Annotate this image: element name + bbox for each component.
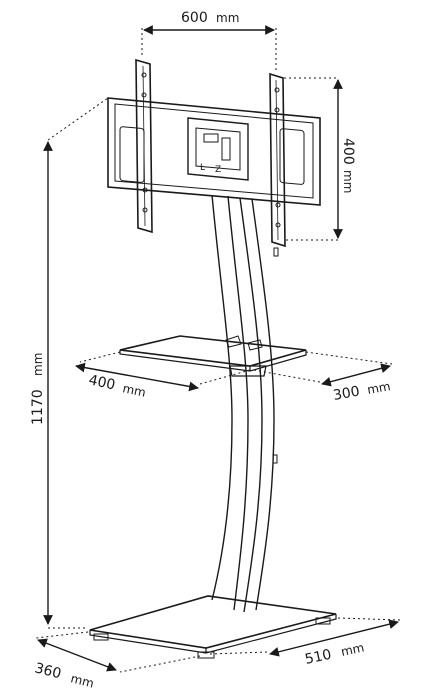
dim-shelf-depth: 300 mm	[253, 351, 393, 404]
dim-base-depth: 360 mm	[33, 631, 201, 691]
shelf-width-unit: mm	[121, 381, 147, 400]
base-depth-unit: mm	[69, 671, 95, 690]
shelf-width-value: 400	[87, 372, 116, 393]
base-width-unit: mm	[340, 640, 366, 659]
dim-mount-width: 600 mm	[141, 10, 277, 72]
tv-mount-bracket: L Z	[107, 58, 321, 248]
mount-height-unit: mm	[341, 170, 355, 193]
base-depth-value: 360	[33, 660, 63, 682]
shelf-depth-unit: mm	[366, 379, 391, 397]
glass-shelf	[119, 335, 307, 377]
total-height-unit: mm	[31, 353, 45, 376]
dim-shelf-width: 400 mm	[75, 351, 251, 400]
svg-text:Z: Z	[215, 165, 221, 175]
stand-column	[211, 194, 279, 613]
dim-mount-height: 400 mm	[284, 77, 356, 241]
mount-height-value: 400	[340, 138, 356, 165]
dim-base-width: 510 mm	[209, 617, 401, 668]
dim-total-height: 1170 mm	[30, 97, 109, 629]
shelf-depth-value: 300	[332, 384, 361, 404]
base-width-value: 510	[304, 647, 333, 668]
svg-text:L: L	[200, 163, 205, 173]
mount-width-unit: mm	[216, 11, 239, 25]
total-height-value: 1170	[30, 389, 46, 425]
mount-width-value: 600	[181, 10, 208, 26]
stand-base	[89, 595, 337, 659]
